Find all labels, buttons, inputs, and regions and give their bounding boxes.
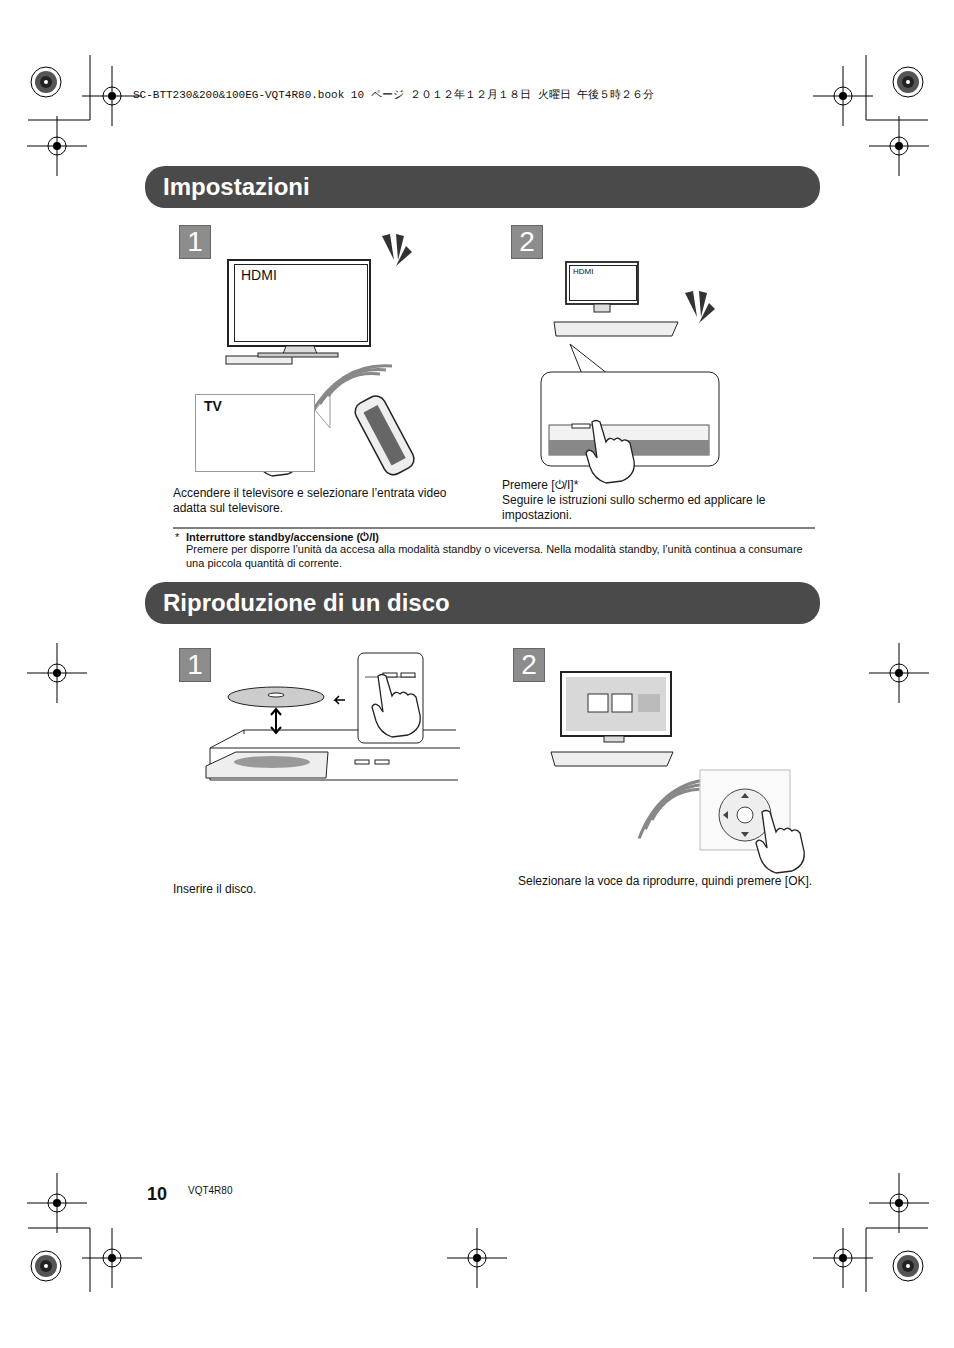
footnote-text: Premere per disporre l’unità da accesa a… bbox=[186, 543, 811, 571]
node-text: 2 bbox=[519, 226, 535, 258]
node-text: TV bbox=[204, 398, 306, 414]
caption: Selezionare la voce da riprodurre, quind… bbox=[518, 874, 813, 889]
node-text: 1 bbox=[187, 649, 203, 681]
section-band: Impostazioni bbox=[145, 166, 820, 208]
tv-remote-callout: TV bbox=[195, 394, 315, 472]
node-text: HDMI bbox=[241, 267, 361, 283]
step-number: 1 bbox=[179, 648, 211, 682]
print-header: SC-BTT230&200&100EG-VQT4R80.book 10 ページ … bbox=[133, 89, 654, 103]
footnote-title: Interruttore standby/accensione (⏻/I) bbox=[186, 531, 586, 545]
node-text: HDMI bbox=[573, 267, 633, 276]
footnote-mark: * bbox=[175, 531, 185, 545]
step-number: 1 bbox=[179, 225, 211, 259]
tv-screen: HDMI bbox=[569, 265, 637, 301]
caption: Seguire le istruzioni sullo schermo ed a… bbox=[502, 493, 812, 523]
section-band: Riproduzione di un disco bbox=[145, 582, 820, 624]
document-code: VQT4R80 bbox=[188, 1185, 268, 1198]
step-number: 2 bbox=[513, 648, 545, 682]
page-number: 10 bbox=[147, 1183, 177, 1206]
node-text: 2 bbox=[521, 649, 537, 681]
node-text: Impostazioni bbox=[163, 173, 310, 201]
tv-screen: HDMI bbox=[234, 264, 368, 342]
caption: Inserire il disco. bbox=[173, 882, 473, 897]
step-number: 2 bbox=[511, 225, 543, 259]
caption: Premere [⏻/I]* bbox=[502, 478, 812, 493]
node-text: 1 bbox=[187, 226, 203, 258]
node-text: Riproduzione di un disco bbox=[163, 589, 450, 617]
caption: Accendere il televisore e selezionare l’… bbox=[173, 486, 478, 516]
